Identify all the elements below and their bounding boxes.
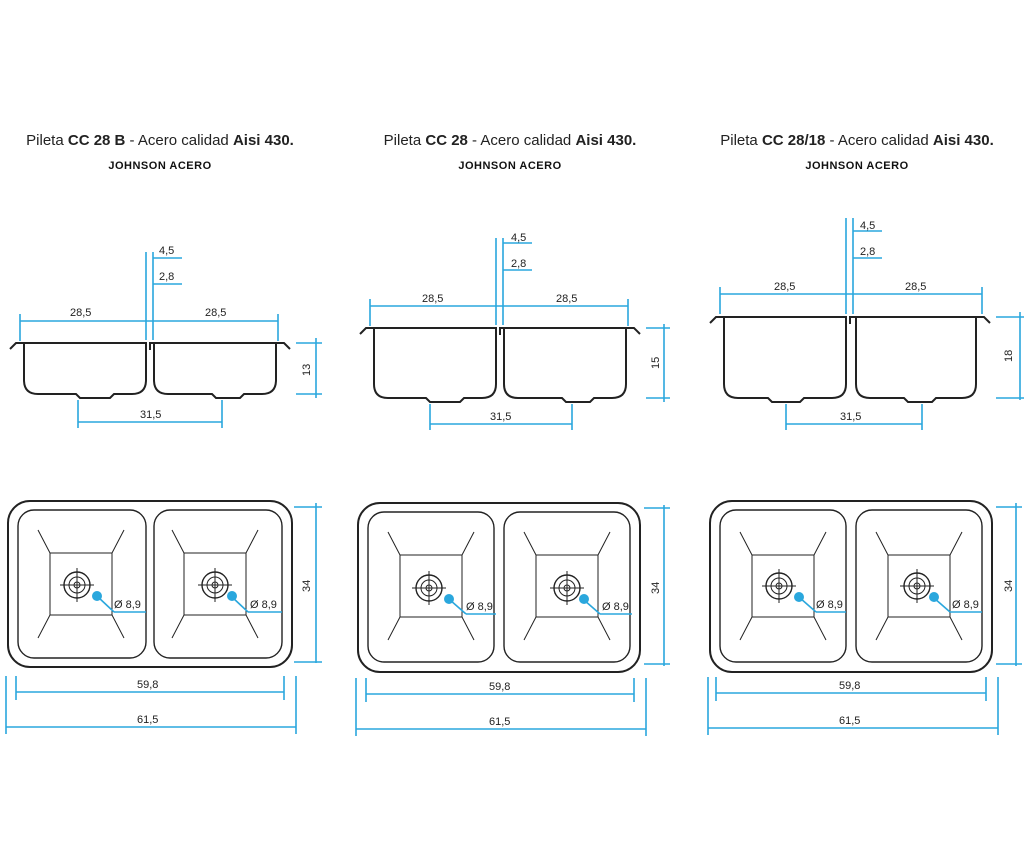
- dim-drain-diameter: Ø 8,9: [466, 601, 493, 613]
- drain-marker: [579, 594, 589, 604]
- title-middle: - Acero calidad: [467, 132, 576, 149]
- side-view: [9, 342, 291, 399]
- panel-cc28: Pileta CC 28 - Acero calidad Aisi 430. J…: [350, 0, 680, 866]
- dim-wall: 2,8: [511, 258, 526, 270]
- dim-rim: 4,5: [159, 245, 174, 257]
- model-name: CC 28/18: [761, 132, 826, 149]
- sink-drawing-cc28-18: 4,5 2,8 28,5 28,5 31,5 18: [707, 218, 1024, 735]
- dim-left-width: 28,5: [774, 281, 795, 293]
- steel-grade: Aisi 430.: [232, 132, 294, 149]
- dim-outer-width: 61,5: [489, 716, 510, 728]
- dim-depth: 15: [650, 357, 662, 369]
- model-name: CC 28: [425, 132, 468, 149]
- dim-outer-width: 61,5: [137, 714, 158, 726]
- panel-cc28b: Pileta CC 28 B - Acero calidad Aisi 430.…: [0, 0, 330, 866]
- title-prefix: Pileta: [720, 132, 762, 149]
- steel-grade: Aisi 430.: [575, 132, 637, 149]
- drain-marker: [444, 594, 454, 604]
- dim-drain-spacing: 31,5: [840, 411, 861, 423]
- brand-name: JOHNSON ACERO: [108, 160, 212, 172]
- side-view: [359, 327, 641, 403]
- title-prefix: Pileta: [26, 132, 68, 149]
- top-view: [7, 500, 293, 668]
- side-view: [709, 316, 991, 403]
- dim-left-width: 28,5: [422, 293, 443, 305]
- dim-inner-width: 59,8: [137, 679, 158, 691]
- title-prefix: Pileta: [383, 132, 426, 149]
- dim-drain-diameter: Ø 8,9: [816, 599, 843, 611]
- dim-height: 34: [1003, 580, 1015, 592]
- drain-marker: [929, 592, 939, 602]
- side-dimensions: [369, 238, 670, 430]
- dim-inner-width: 59,8: [489, 681, 510, 693]
- dim-drain-diameter: Ø 8,9: [250, 599, 277, 611]
- steel-grade: Aisi 430.: [932, 132, 994, 149]
- side-dimensions: [19, 252, 322, 428]
- top-dimensions: [5, 503, 322, 734]
- dim-height: 34: [301, 580, 313, 592]
- panel-title: Pileta CC 28 - Acero calidad Aisi 430.: [345, 132, 675, 149]
- top-view: [357, 502, 641, 673]
- drain-marker: [794, 592, 804, 602]
- panel-cc28-18: Pileta CC 28/18 - Acero calidad Aisi 430…: [700, 0, 1024, 866]
- top-view: [709, 500, 993, 673]
- dim-drain-spacing: 31,5: [490, 411, 511, 423]
- sink-drawing-cc28: 4,5 2,8 28,5 28,5 31,5 15: [355, 232, 670, 736]
- side-dimensions: [719, 218, 1024, 430]
- dim-depth: 13: [301, 364, 313, 376]
- panel-title: Pileta CC 28 B - Acero calidad Aisi 430.: [0, 132, 325, 149]
- title-middle: - Acero calidad: [825, 132, 933, 149]
- drain-marker: [92, 591, 102, 601]
- drain-marker: [227, 591, 237, 601]
- sink-drawing-cc28b: 4,5 2,8 28,5 28,5 31,5 13: [5, 245, 322, 734]
- dim-right-width: 28,5: [205, 307, 226, 319]
- top-dimensions: [355, 505, 670, 736]
- dim-wall: 2,8: [860, 246, 875, 258]
- model-name: CC 28 B: [67, 132, 126, 149]
- dim-height: 34: [650, 582, 662, 594]
- dim-rim: 4,5: [860, 220, 875, 232]
- title-middle: - Acero calidad: [125, 132, 233, 149]
- dim-left-width: 28,5: [70, 307, 91, 319]
- dim-drain-diameter: Ø 8,9: [114, 599, 141, 611]
- dim-rim: 4,5: [511, 232, 526, 244]
- brand-name: JOHNSON ACERO: [458, 160, 562, 172]
- dim-right-width: 28,5: [556, 293, 577, 305]
- dim-depth: 18: [1003, 350, 1015, 362]
- brand-name: JOHNSON ACERO: [805, 160, 909, 172]
- dim-wall: 2,8: [159, 271, 174, 283]
- dim-drain-diameter: Ø 8,9: [952, 599, 979, 611]
- dim-drain-spacing: 31,5: [140, 409, 161, 421]
- top-dimensions: [707, 503, 1022, 735]
- dim-outer-width: 61,5: [839, 715, 860, 727]
- panel-title: Pileta CC 28/18 - Acero calidad Aisi 430…: [695, 132, 1019, 149]
- dim-inner-width: 59,8: [839, 680, 860, 692]
- dim-drain-diameter: Ø 8,9: [602, 601, 629, 613]
- dim-right-width: 28,5: [905, 281, 926, 293]
